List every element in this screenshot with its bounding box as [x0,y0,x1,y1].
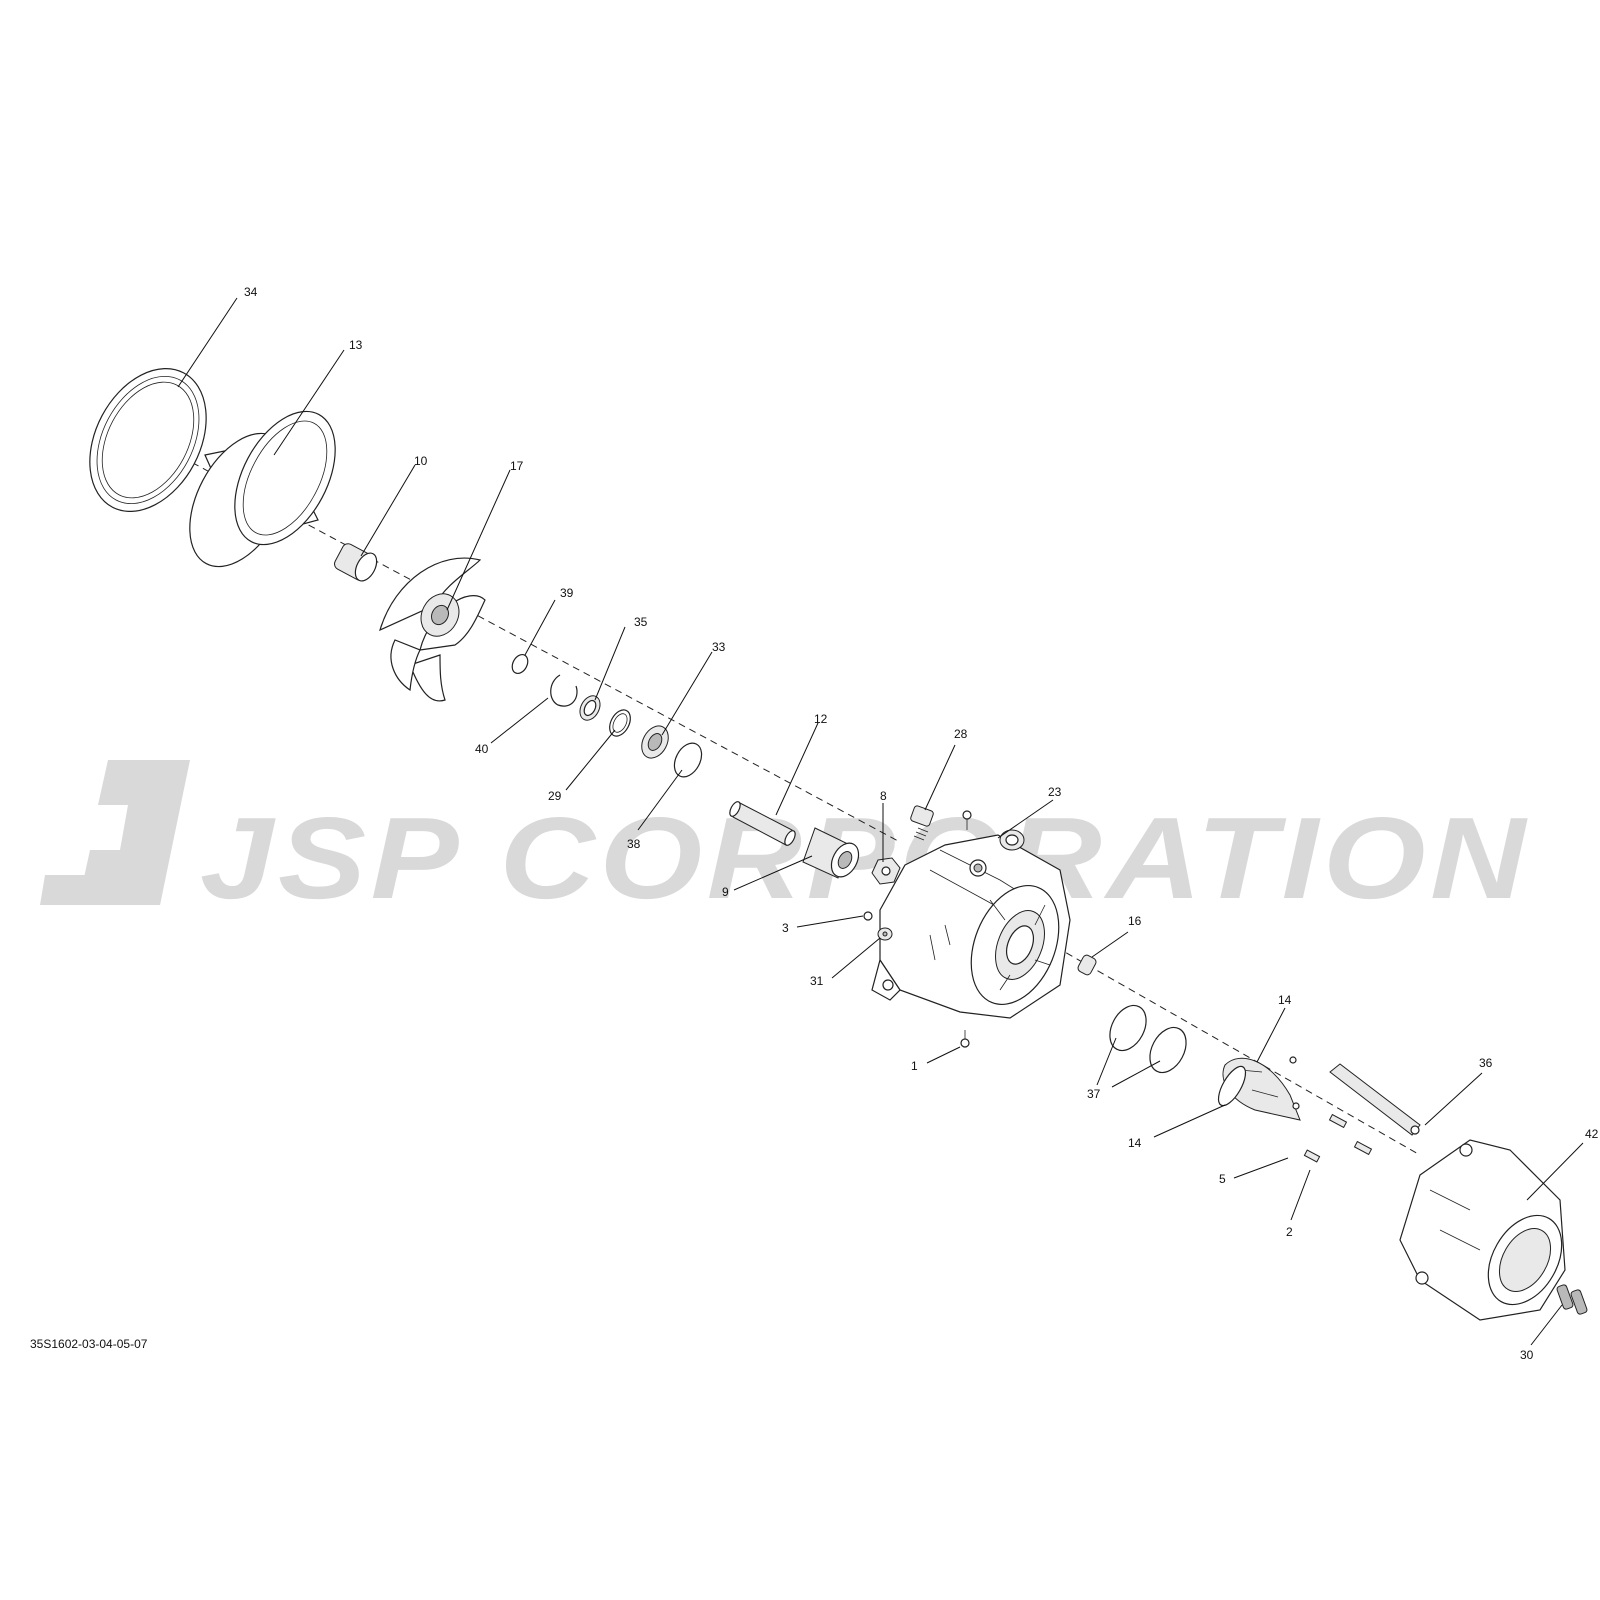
leader-lines [177,297,1584,1346]
part-34-seal-ring [89,367,207,513]
leader-34 [177,297,238,388]
leader-28 [924,744,956,811]
leader-9 [733,855,813,891]
callout-29: 29 [548,789,562,803]
callout-36: 36 [1479,1056,1493,1070]
leader-12 [775,722,819,816]
callout-37: 37 [1087,1087,1101,1101]
part-36-bracket [1329,1063,1421,1136]
part-2-screws [1303,1113,1373,1163]
leader-2 [1290,1169,1311,1221]
watermark-logo-mark [40,760,190,905]
leader-3 [796,915,864,928]
part-31-washer [877,927,893,941]
leader-38 [637,769,683,831]
callout-39: 39 [560,586,574,600]
part-30-anodes [1556,1284,1588,1315]
leader-39 [524,599,556,656]
callout-13: 13 [349,338,363,352]
part-38-o-ring [673,742,703,778]
leader-1 [926,1046,961,1064]
callout-2: 2 [1286,1225,1293,1239]
part-35-seal [579,695,601,721]
callout-3: 3 [782,921,789,935]
callout-42: 42 [1585,1127,1599,1141]
callout-16: 16 [1128,914,1142,928]
callout-10: 10 [414,454,428,468]
callout-14-bottom: 14 [1128,1136,1142,1150]
part-40-circlip [550,674,578,707]
leader-33 [661,651,713,736]
callout-28: 28 [954,727,968,741]
callout-23: 23 [1048,785,1062,799]
leader-5 [1233,1157,1289,1179]
leader-31 [831,937,881,979]
part-14-cone [1217,1057,1301,1121]
leader-23 [997,799,1054,839]
part-3-screw [863,911,873,921]
leader-16 [1091,931,1129,958]
part-39-o-ring [511,653,529,675]
leader-17 [446,469,511,611]
callout-labels: 34 13 10 17 39 35 33 40 29 38 12 9 8 28 … [244,285,1599,1362]
callout-35: 35 [634,615,648,629]
part-13-wear-ring [189,410,336,568]
housing-top-screw [962,810,972,830]
part-28-plug [910,805,934,841]
leader-13 [273,349,345,456]
part-16-bushing [1077,954,1097,976]
part-37-o-rings [1109,1004,1187,1074]
leader-14b [1153,1104,1226,1138]
callout-17: 17 [510,459,524,473]
leader-36 [1424,1072,1483,1126]
leader-14a [1256,1007,1286,1063]
leader-10 [360,464,416,557]
part-17-impeller [379,557,486,702]
watermark: JSP CORPORATION [40,760,1530,923]
part-9-bearing [802,827,860,879]
assembly-axis [149,439,1421,1156]
callout-14-top: 14 [1278,993,1292,1007]
watermark-text: JSP CORPORATION [200,793,1530,923]
leader-35 [594,626,626,701]
part-33-bearing-seal [641,725,669,759]
callout-9: 9 [722,885,729,899]
part-5-washer [1289,1056,1300,1110]
callout-34: 34 [244,285,258,299]
part-23-pump-housing [871,829,1071,1019]
part-12-shaft [729,801,796,846]
drawing-code: 35S1602-03-04-05-07 [30,1337,148,1351]
callout-33: 33 [712,640,726,654]
leader-40 [490,697,549,744]
callout-40: 40 [475,742,489,756]
leader-42 [1526,1142,1584,1201]
callout-1: 1 [911,1059,918,1073]
part-10-sleeve [334,543,378,582]
callout-5: 5 [1219,1172,1226,1186]
callout-30: 30 [1520,1348,1534,1362]
callout-12: 12 [814,712,828,726]
leader-37b [1111,1060,1161,1088]
part-42-venturi [1399,1139,1566,1321]
part-1-screw [960,1030,970,1048]
callout-31: 31 [810,974,824,988]
part-29-washer [609,709,631,737]
leader-29 [565,729,616,791]
leader-37a [1096,1037,1117,1086]
leader-30 [1530,1304,1563,1346]
part-8-nut [871,857,901,885]
callout-8: 8 [880,789,887,803]
callout-38: 38 [627,837,641,851]
